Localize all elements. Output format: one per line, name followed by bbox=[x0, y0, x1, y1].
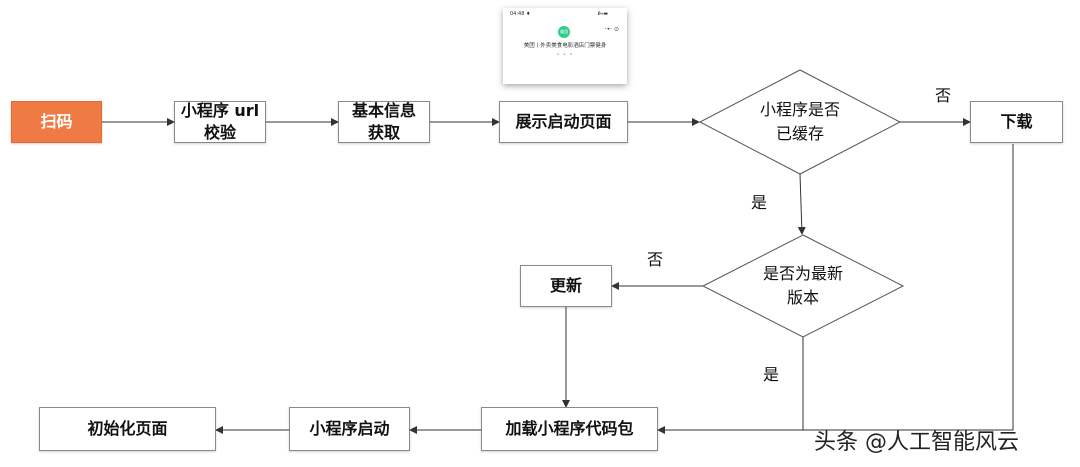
node-show-launch: 展示启动页面 bbox=[499, 101, 628, 143]
watermark: 头条 @人工智能风云 bbox=[814, 430, 1019, 455]
label-cached-yes: 是 bbox=[751, 193, 768, 212]
label-latest-yes: 是 bbox=[763, 365, 780, 384]
node-download: 下载 bbox=[970, 101, 1063, 143]
node-basic-info-line2: 获取 bbox=[367, 123, 400, 142]
node-update-label: 更新 bbox=[549, 276, 582, 295]
node-show-launch-label: 展示启动页面 bbox=[515, 112, 612, 131]
label-latest-no: 否 bbox=[647, 250, 664, 269]
node-latest: 是否为最新 版本 bbox=[743, 262, 863, 310]
node-cached-line1: 小程序是否 bbox=[759, 100, 840, 119]
node-init-page-label: 初始化页面 bbox=[87, 419, 168, 438]
node-update: 更新 bbox=[520, 265, 612, 307]
node-load-package-label: 加载小程序代码包 bbox=[505, 419, 634, 438]
node-url-check-line1: 小程序 url bbox=[180, 101, 260, 120]
node-load-package: 加载小程序代码包 bbox=[481, 407, 658, 451]
phone-app-name: 美团丨外卖美食电影酒店门票健身 bbox=[523, 43, 607, 49]
label-cached-no: 否 bbox=[935, 86, 952, 105]
node-app-launch-label: 小程序启动 bbox=[309, 419, 390, 438]
node-download-label: 下载 bbox=[1000, 112, 1033, 131]
edge-cached-to-latest bbox=[797, 173, 806, 235]
node-cached: 小程序是否 已缓存 bbox=[740, 98, 860, 146]
phone-loading-dots: • • • bbox=[556, 52, 574, 58]
node-init-page: 初始化页面 bbox=[39, 407, 216, 451]
phone-capsule-icon: ·•· ⊙ bbox=[604, 26, 619, 33]
node-latest-line1: 是否为最新 bbox=[762, 264, 843, 283]
node-url-check-line2: 校验 bbox=[203, 123, 236, 142]
node-app-launch: 小程序启动 bbox=[289, 407, 410, 451]
node-basic-info: 基本信息 获取 bbox=[338, 101, 430, 143]
node-cached-line2: 已缓存 bbox=[775, 124, 824, 143]
edge-download-to-load bbox=[803, 144, 1014, 431]
phone-status-icons: ııl ≈ ▬ bbox=[597, 11, 608, 17]
edge-latest-to-load bbox=[657, 337, 804, 434]
node-latest-line2: 版本 bbox=[786, 288, 819, 307]
phone-preview: 04:48 ♦ ııl ≈ ▬ ·•· ⊙ 美团 美团丨外卖美食电影酒店门票健身… bbox=[503, 8, 627, 84]
phone-time: 04:48 ♦ bbox=[510, 11, 531, 17]
node-scan-label: 扫码 bbox=[40, 112, 73, 131]
node-basic-info-line1: 基本信息 bbox=[351, 101, 416, 120]
node-url-check: 小程序 url 校验 bbox=[174, 101, 266, 143]
meituan-logo-icon: 美团 bbox=[558, 26, 570, 38]
node-scan: 扫码 bbox=[11, 101, 102, 143]
